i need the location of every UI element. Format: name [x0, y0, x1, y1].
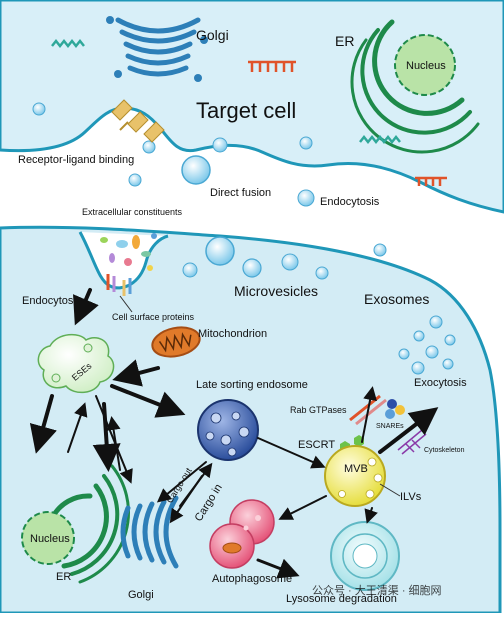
target-cell-vesicles — [32, 102, 313, 187]
exosomes-label: Exosomes — [364, 291, 429, 307]
nucleus-top — [394, 34, 456, 96]
endocytosis-left-label: Endocytosis — [22, 295, 82, 307]
cytoskeleton-label: Cytoskeleton — [424, 447, 465, 454]
late-sorting-label: Late sorting endosome — [196, 379, 308, 391]
direct-fusion-label: Direct fusion — [210, 187, 271, 199]
direct-fusion-vesicle — [181, 155, 211, 185]
microvesicles — [182, 236, 387, 280]
golgi-top-label: Golgi — [196, 27, 229, 43]
mvb-label: MVB — [344, 463, 368, 475]
extracellular-constituents-icon — [100, 233, 157, 271]
snares-icon — [385, 399, 405, 419]
mvb-ilvs — [338, 457, 383, 499]
rab-gtpases-label: Rab GTPases — [290, 405, 347, 415]
extracellular-label: Extracellular constituents — [82, 207, 183, 217]
golgi-bottom-label: Golgi — [128, 589, 154, 601]
cell-surface-proteins-label: Cell surface proteins — [112, 312, 195, 322]
receptor-ligand-label: Receptor-ligand binding — [18, 154, 134, 166]
lysosome-inner-ring — [342, 533, 388, 579]
rna-teal-icon-1 — [51, 38, 85, 49]
nucleus-top-label: Nucleus — [406, 60, 446, 72]
mitochondrion-icon — [151, 326, 201, 358]
endocytosis-top-vesicle — [297, 189, 315, 207]
target-cell-title: Target cell — [196, 98, 296, 123]
lysosome-core — [352, 543, 378, 569]
er-bottom-label: ER — [56, 571, 71, 583]
nucleus-bottom-label: Nucleus — [30, 533, 70, 545]
microvesicles-label: Microvesicles — [234, 283, 318, 299]
callout-line-proteins — [119, 295, 133, 313]
autophagosome-label: Autophagosome — [212, 573, 292, 585]
nucleus-bottom — [21, 511, 75, 565]
snares-label: SNAREs — [376, 423, 404, 430]
mitochondrion-label: Mitochondrion — [198, 328, 267, 340]
rna-orange-icon-2 — [415, 176, 447, 186]
receptor-icon — [111, 99, 165, 143]
autophagosome-content — [222, 515, 261, 554]
rna-teal-icon-2 — [359, 134, 401, 145]
rna-orange-icon-1 — [248, 60, 296, 72]
pathway-arrows — [29, 288, 439, 579]
cell-surface-proteins-icon — [106, 274, 132, 296]
ilvs-label: ILVs — [400, 491, 422, 503]
endocytosis-top-label: Endocytosis — [320, 196, 380, 208]
golgi-top-icon — [106, 16, 208, 82]
exosomes — [398, 315, 456, 375]
membrane-invagination — [78, 231, 169, 290]
callout-line-ilvs — [379, 483, 401, 497]
exocytosis-label: Exocytosis — [414, 377, 467, 389]
lysosome-degradation-label: Lysosome degradation — [286, 593, 397, 605]
watermark: 公众号 · 大王清渠 · 细胞网 — [312, 583, 442, 597]
late-sorting-ilvs — [205, 411, 250, 457]
escrt-label: ESCRT — [298, 439, 335, 451]
golgi-bottom-icon — [120, 495, 179, 569]
er-top-label: ER — [335, 33, 354, 49]
